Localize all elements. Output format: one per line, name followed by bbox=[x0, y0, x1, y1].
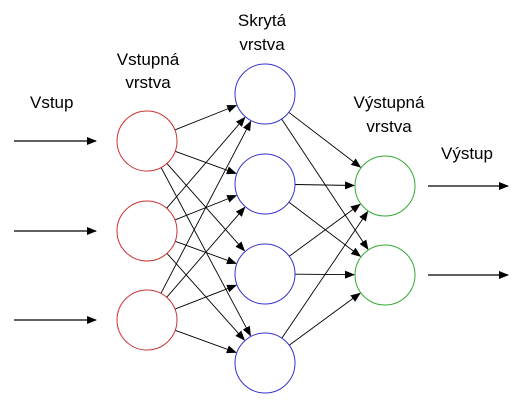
hidden-layer-neuron bbox=[234, 243, 296, 305]
hidden-layer-label-line2: vrstva bbox=[239, 35, 285, 54]
connections bbox=[160, 105, 369, 354]
connection-arrow bbox=[175, 329, 237, 354]
connection-arrow bbox=[166, 116, 246, 209]
input-layer-label-line2: vrstva bbox=[125, 73, 171, 92]
neurons bbox=[116, 63, 416, 394]
connection-arrow bbox=[166, 206, 246, 298]
connection-arrow bbox=[294, 181, 355, 190]
hidden-layer-neuron bbox=[234, 153, 296, 215]
input-label: Vstup bbox=[30, 93, 73, 112]
connection-arrow bbox=[174, 284, 238, 310]
output-layer-label-line1: Výstupná bbox=[354, 93, 425, 112]
connection-arrow bbox=[175, 150, 237, 175]
input-layer-neuron bbox=[116, 289, 178, 351]
input-layer-neuron bbox=[116, 200, 178, 262]
hidden-layer-neuron bbox=[234, 332, 296, 394]
input-layer-label-line1: Vstupná bbox=[117, 50, 180, 69]
output-layer-label-line2: vrstva bbox=[366, 117, 412, 136]
input-layer-neuron bbox=[116, 110, 178, 172]
connection-arrow bbox=[281, 210, 369, 339]
connection-arrow bbox=[288, 201, 362, 257]
output-layer-neuron bbox=[354, 244, 416, 306]
io-arrows bbox=[14, 137, 509, 324]
connection-arrow bbox=[160, 120, 252, 294]
connection-arrow bbox=[166, 253, 245, 341]
output-label: Výstup bbox=[441, 144, 493, 163]
connection-arrow bbox=[288, 203, 361, 257]
connection-arrow bbox=[288, 292, 361, 346]
connection-arrow bbox=[281, 118, 369, 251]
output-layer-neuron bbox=[354, 155, 416, 217]
connection-arrow bbox=[174, 105, 238, 131]
hidden-layer-label-line1: Skrytá bbox=[238, 11, 287, 30]
hidden-layer-neuron bbox=[234, 63, 296, 125]
connection-arrow bbox=[288, 111, 362, 168]
